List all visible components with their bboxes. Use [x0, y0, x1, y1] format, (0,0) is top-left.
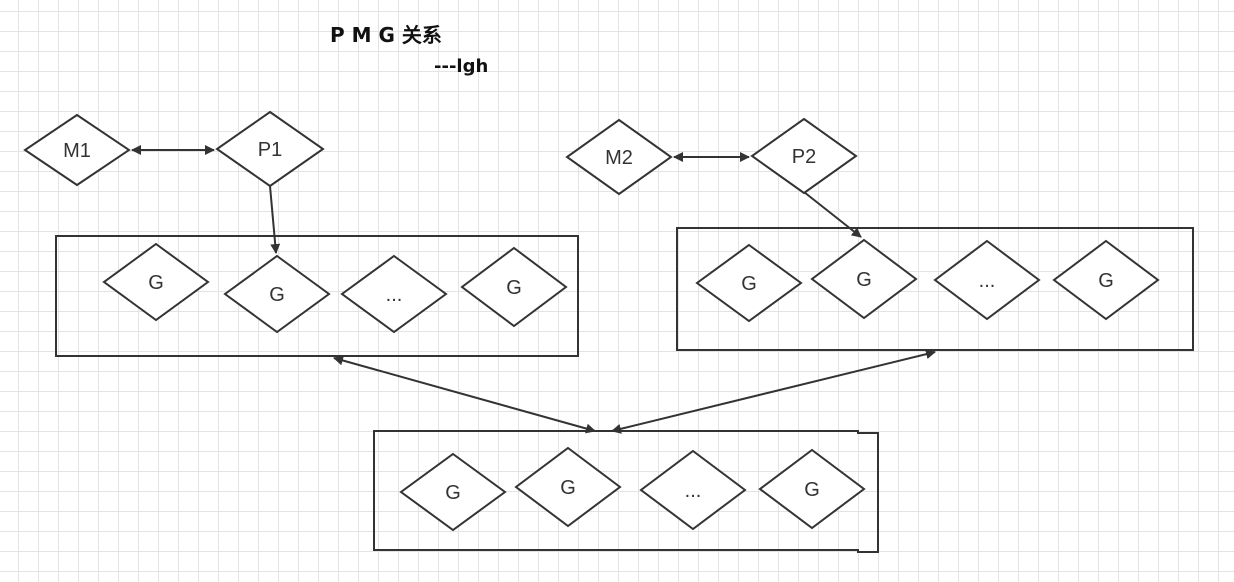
- goroutine-ellipsis-node: ...: [340, 254, 448, 334]
- goroutine-node: G: [758, 448, 866, 530]
- goroutine-ellipsis-node: ...: [933, 239, 1041, 321]
- m2-node: M2: [565, 118, 673, 196]
- goroutine-node: G: [810, 238, 918, 320]
- left-queue-global-queue-arrow: [333, 355, 596, 434]
- goroutine-node: G: [695, 243, 803, 323]
- goroutine-label: G: [506, 277, 522, 299]
- p2-label: P2: [792, 146, 816, 168]
- goroutine-label: G: [445, 482, 461, 504]
- diagram-title: P M G 关系: [330, 23, 442, 47]
- goroutine-label: G: [148, 272, 164, 294]
- goroutine-node: G: [460, 246, 568, 328]
- right-queue-global-queue-arrow: [611, 349, 936, 434]
- goroutine-label: G: [804, 479, 820, 501]
- goroutine-label: G: [741, 273, 757, 295]
- goroutine-label: G: [856, 269, 872, 291]
- m1-node: M1: [23, 113, 131, 187]
- diagram-author: ---lgh: [434, 56, 489, 77]
- goroutine-ellipsis-label: ...: [386, 284, 403, 306]
- goroutine-node: G: [1052, 239, 1160, 321]
- p2-node: P2: [750, 117, 858, 195]
- goroutine-ellipsis-node: ...: [639, 449, 747, 531]
- p1-to-running-g-arrow: [269, 185, 281, 254]
- p2-to-running-g-arrow: [803, 191, 862, 238]
- goroutine-node: G: [223, 254, 331, 334]
- p1-label: P1: [258, 139, 282, 161]
- goroutine-node: G: [102, 242, 210, 322]
- goroutine-ellipsis-label: ...: [979, 270, 996, 292]
- goroutine-ellipsis-label: ...: [685, 480, 702, 502]
- p1-node: P1: [215, 110, 325, 188]
- p1-local-queue-box: [55, 235, 579, 357]
- goroutine-label: G: [269, 284, 285, 306]
- goroutine-node: G: [399, 452, 507, 532]
- goroutine-label: G: [560, 477, 576, 499]
- goroutine-node: G: [514, 446, 622, 528]
- m2-label: M2: [605, 147, 633, 169]
- goroutine-label: G: [1098, 270, 1114, 292]
- m1-label: M1: [63, 140, 91, 162]
